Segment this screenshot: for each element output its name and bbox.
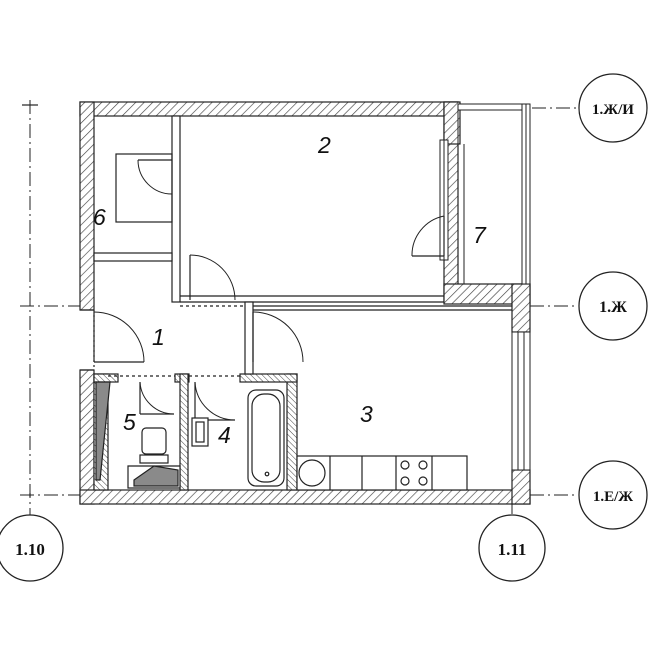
axis-marker-e-zh: 1.Е/Ж [578, 460, 648, 530]
fixtures [95, 381, 468, 491]
room-6-label: 6 [93, 204, 106, 230]
axis-marker-110: 1.10 [0, 514, 64, 582]
axis-marker-zh-i: 1.Ж/И [578, 73, 648, 143]
windows [439, 103, 531, 471]
kitchen-sink [298, 459, 326, 487]
riser-shaft [95, 381, 111, 481]
room-7-label: 7 [473, 222, 487, 248]
axis-label-zh: 1.Ж [599, 299, 627, 316]
room-2-label: 2 [317, 132, 331, 158]
axis-label-111: 1.11 [498, 540, 527, 559]
axis-label-110: 1.10 [15, 540, 45, 559]
room-1-label: 1 [152, 324, 165, 350]
axis-marker-zh: 1.Ж [578, 271, 648, 341]
room-3-label: 3 [360, 401, 373, 427]
axis-marker-111: 1.11 [478, 514, 546, 582]
room-4-label: 4 [218, 422, 231, 448]
room-5-label: 5 [123, 409, 136, 435]
partitions [80, 115, 512, 377]
toilet [141, 427, 167, 455]
doors [93, 153, 445, 421]
axis-label-e-zh: 1.Е/Ж [593, 489, 633, 505]
axis-label-zh-i: 1.Ж/И [592, 102, 634, 118]
axis-ticks [22, 104, 38, 497]
room-labels: 1 2 3 4 5 6 7 [93, 132, 487, 448]
